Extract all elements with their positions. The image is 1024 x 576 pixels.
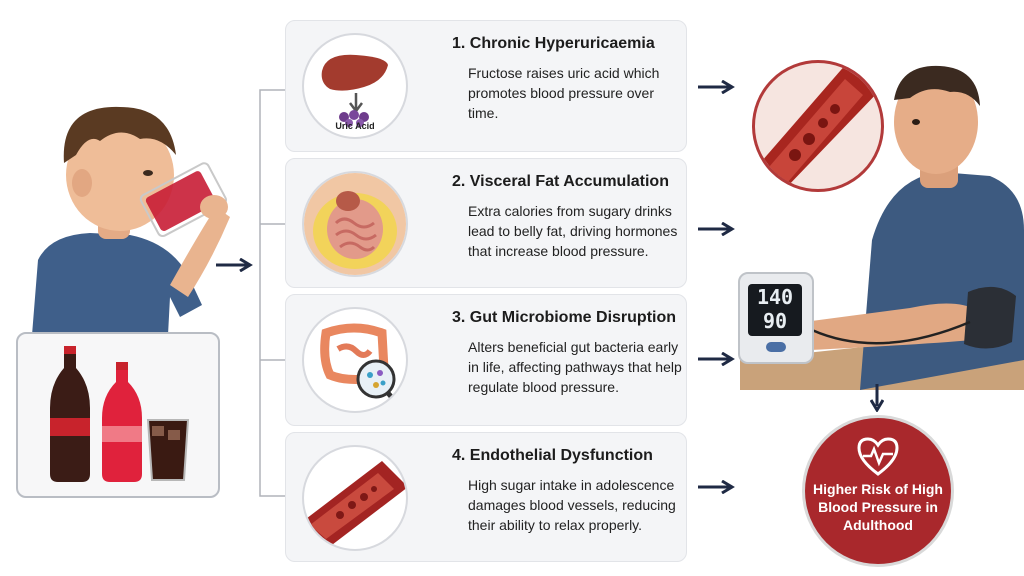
mechanism-card-3: 3. Gut Microbiome Disruption Alters bene… [285, 294, 687, 426]
branch-connector [258, 88, 288, 505]
diastolic-reading: 90 [762, 309, 788, 333]
mechanism-card-1: Uric Acid 1. Chronic Hyperuricaemia Fruc… [285, 20, 687, 152]
arrow-right-icon [696, 352, 736, 366]
liver-uric-acid-illustration: Uric Acid [302, 33, 408, 139]
blood-vessel-illustration [302, 445, 408, 551]
child-drinking-illustration [20, 85, 250, 335]
arrow-right-icon [214, 258, 254, 272]
step-title-3: 3. Gut Microbiome Disruption [452, 309, 677, 326]
sugary-drinks-box [16, 332, 220, 498]
arrow-right-icon [696, 480, 736, 494]
arrow-down-icon [870, 382, 884, 412]
outcome-text: Higher Risk of High Blood Pressure in Ad… [813, 481, 943, 533]
step-description-4: High sugar intake in adolescence damages… [468, 477, 676, 533]
monitor-button [766, 342, 786, 352]
belly-fat-illustration [302, 171, 408, 277]
mechanism-card-4: 4. Endothelial Dysfunction High sugar in… [285, 432, 687, 562]
arrow-right-icon [696, 222, 736, 236]
mechanism-card-2: 2. Visceral Fat Accumulation Extra calor… [285, 158, 687, 288]
blood-pressure-monitor: 140 90 [738, 272, 814, 364]
damaged-artery-inset [752, 60, 884, 192]
systolic-reading: 140 [756, 285, 794, 309]
step-description-1: Fructose raises uric acid which promotes… [468, 65, 660, 121]
step-title-2: 2. Visceral Fat Accumulation [452, 173, 669, 190]
step-title-4: 4. Endothelial Dysfunction [452, 447, 653, 464]
heart-pulse-icon [857, 437, 899, 476]
step-description-2: Extra calories from sugary drinks lead t… [468, 203, 678, 259]
uric-acid-label: Uric Acid [335, 121, 375, 131]
gut-microbiome-illustration [302, 307, 408, 413]
adult-blood-pressure-illustration [740, 60, 1024, 390]
monitor-screen: 140 90 [748, 284, 802, 336]
step-title-1: 1. Chronic Hyperuricaemia [452, 35, 655, 52]
outcome-badge: Higher Risk of High Blood Pressure in Ad… [805, 418, 951, 564]
step-description-3: Alters beneficial gut bacteria early in … [468, 339, 682, 395]
arrow-right-icon [696, 80, 736, 94]
